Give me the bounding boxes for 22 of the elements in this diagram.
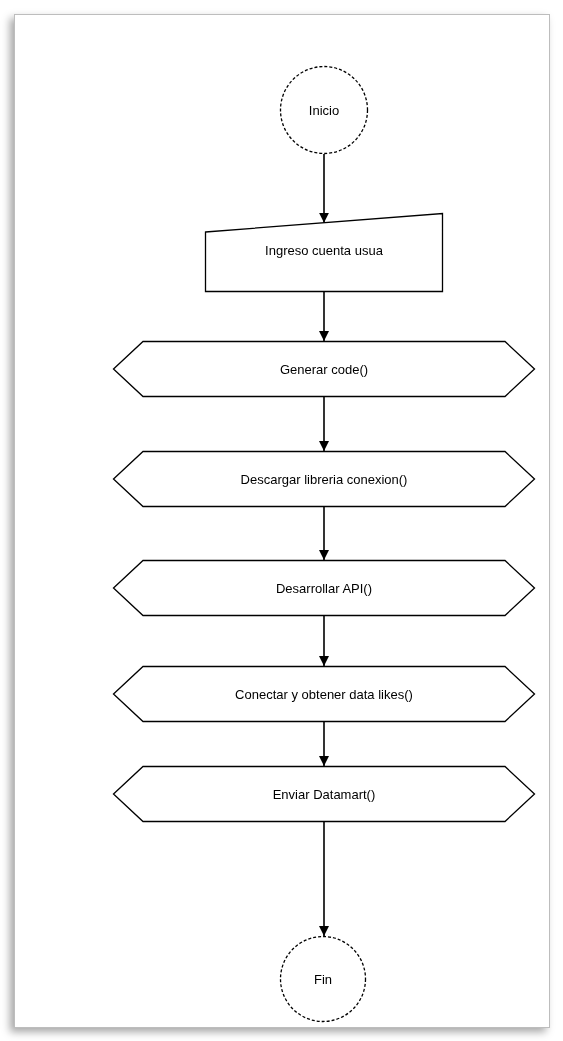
step-label: Descargar libreria conexion() [240,471,408,487]
step-label: Generar code() [279,361,369,377]
preparation-hexagon [113,560,535,616]
arrow [319,506,329,561]
preparation-hexagon [113,451,535,507]
arrow [319,291,329,342]
terminal-circle [280,936,366,1022]
step-label: Enviar Datamart() [272,786,376,802]
step-label: Fin [313,971,333,987]
step-label: Inicio [308,102,340,118]
terminal-circle [280,66,368,154]
preparation-hexagon [113,666,535,722]
preparation-hexagon [113,341,535,397]
step-label: Conectar y obtener data likes() [235,686,413,702]
arrow [319,821,329,937]
arrow [319,396,329,452]
step-label: Desarrollar API() [275,580,373,596]
arrow [319,615,329,667]
arrow [319,153,329,224]
preparation-hexagon [113,766,535,822]
arrow [319,721,329,767]
step-label: Ingreso cuenta usua [265,243,383,258]
